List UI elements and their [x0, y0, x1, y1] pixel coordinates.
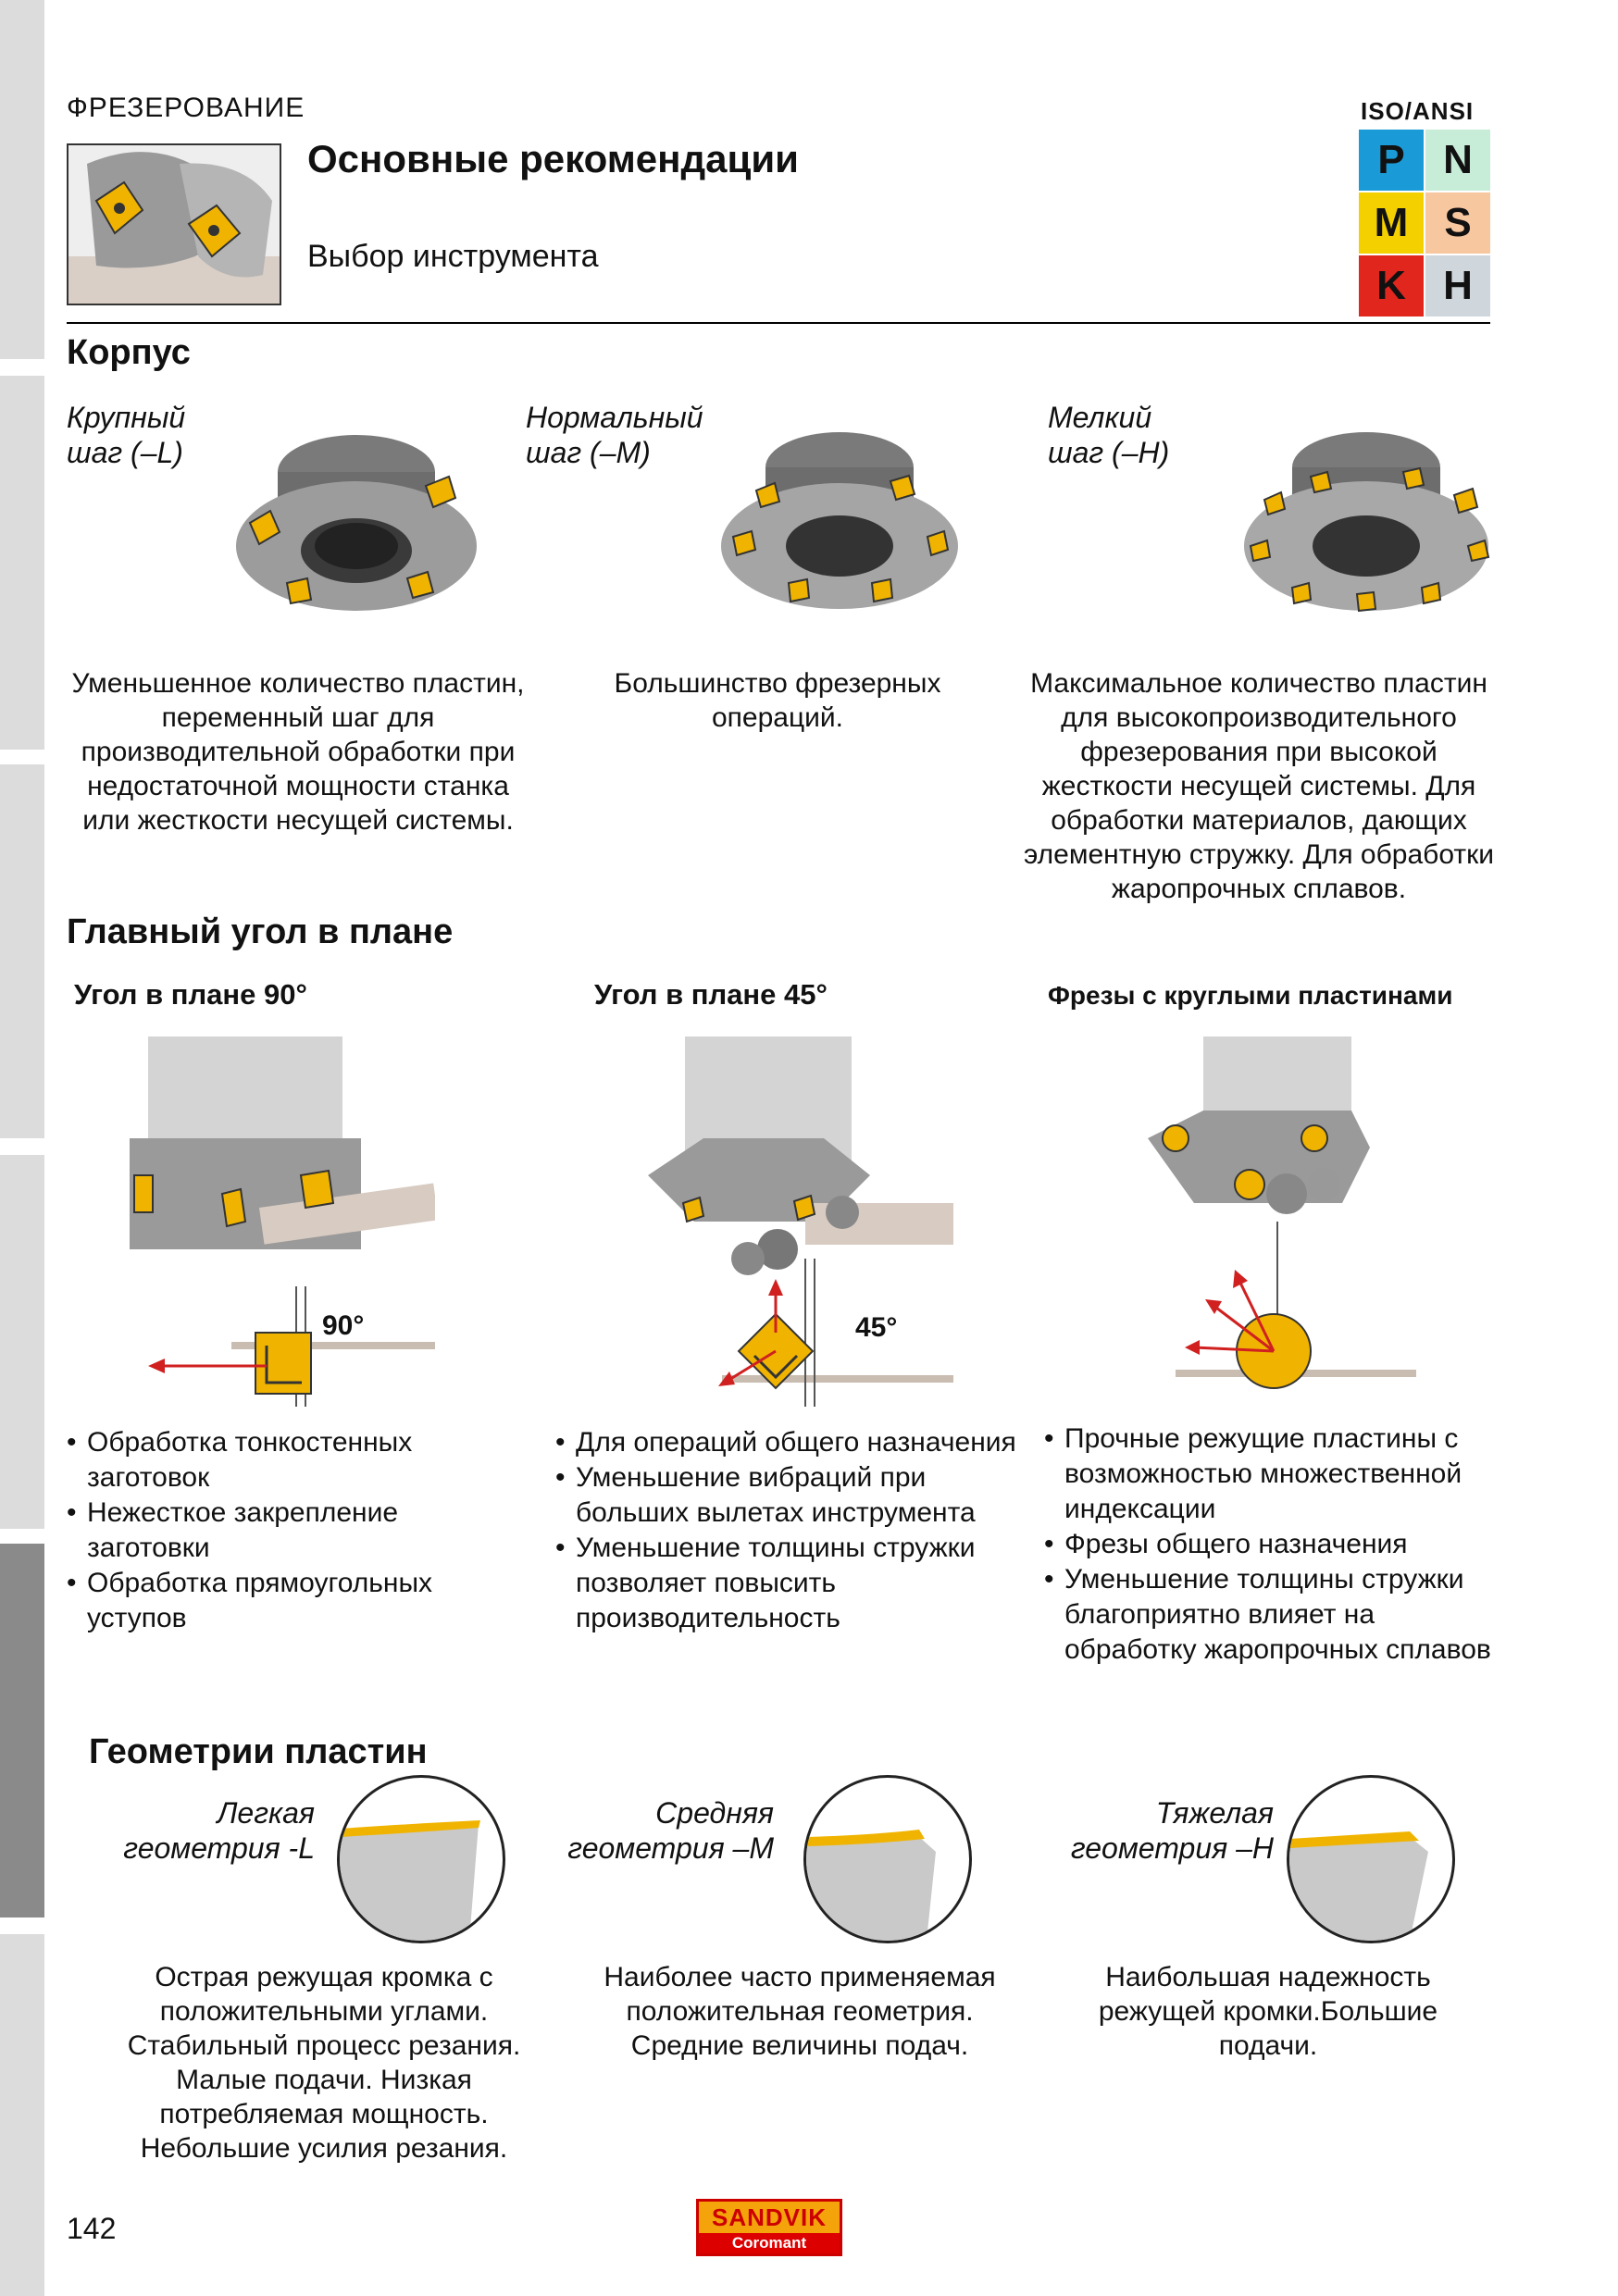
list-item: Обработка тонкостенных заготовок	[67, 1425, 504, 1496]
iso-cell-m: M	[1359, 192, 1424, 254]
logo-wordmark: SANDVIK	[699, 2202, 840, 2233]
iso-cell-n: N	[1425, 130, 1490, 191]
iso-cell-s: S	[1425, 192, 1490, 254]
cutter-coarse-image	[236, 435, 477, 611]
list-item: Прочные режущие пластины с возможностью …	[1044, 1421, 1509, 1527]
side-tab	[0, 1155, 44, 1529]
side-tab	[0, 0, 44, 359]
angle-heading: Главный угол в плане	[67, 912, 454, 951]
side-tab	[0, 376, 44, 750]
iso-grid: P N M S K H	[1359, 130, 1490, 316]
geometry-image-h	[1287, 1775, 1455, 1943]
angle-round-image	[1148, 1036, 1416, 1389]
iso-title: ISO/ANSI	[1361, 97, 1475, 125]
list-item: Для операций общего назначения	[555, 1425, 1039, 1460]
angle-title-45: Угол в плане 45°	[594, 978, 828, 1011]
geometry-image-m	[803, 1775, 972, 1943]
cutter-fine-image	[1244, 432, 1490, 613]
sandvik-logo: SANDVIK Coromant	[696, 2199, 842, 2256]
section-label: ФРЕЗЕРОВАНИЕ	[67, 93, 305, 123]
page-number: 142	[67, 2212, 117, 2245]
pitch-description-m: Большинство фрезерных операций.	[614, 668, 941, 733]
page-subtitle: Выбор инструмента	[307, 239, 599, 274]
iso-cell-k: K	[1359, 255, 1424, 316]
geometry-image-l	[337, 1775, 505, 1943]
page-title: Основные рекомендации	[307, 137, 799, 180]
list-item: Нежесткое закрепление заготовки	[67, 1496, 504, 1566]
bullets-90: Обработка тонкостенных заготовок Нежестк…	[67, 1425, 504, 1636]
pitch-description-l: Уменьшенное количество пластин, переменн…	[71, 668, 525, 836]
angle-title-90: Угол в плане 90°	[74, 978, 307, 1011]
geometry-heading: Геометрии пластин	[89, 1732, 428, 1771]
bullets-45: Для операций общего назначения Уменьшени…	[555, 1425, 1039, 1636]
header-thumbnail	[67, 143, 281, 305]
geometry-description-h: Наибольшая надежность режущей кромки.Бол…	[1098, 1962, 1438, 2061]
header-divider	[67, 322, 1490, 324]
angle-label-45: 45°	[855, 1312, 898, 1343]
pitch-description-h: Максимальное количество пластин для высо…	[1024, 668, 1494, 904]
list-item: Уменьшение толщины стружки благоприятно …	[1044, 1562, 1509, 1668]
geometry-description-m: Наиболее часто применяемая положительная…	[604, 1962, 996, 2061]
list-item: Уменьшение вибраций при больших вылетах …	[555, 1460, 1039, 1531]
bullets-round: Прочные режущие пластины с возможностью …	[1044, 1421, 1509, 1668]
side-tab	[0, 1934, 44, 2296]
iso-cell-p: P	[1359, 130, 1424, 191]
body-heading: Корпус	[67, 333, 191, 372]
iso-cell-h: H	[1425, 255, 1490, 316]
geometry-description-l: Острая режущая кромка с положительными у…	[127, 1962, 521, 2164]
side-tab	[0, 764, 44, 1138]
angle-90-image	[130, 1036, 435, 1407]
side-tab-active	[0, 1544, 44, 1917]
list-item: Уменьшение толщины стружки позволяет пов…	[555, 1531, 1039, 1636]
list-item: Обработка прямоугольных уступов	[67, 1566, 504, 1636]
list-item: Фрезы общего назначения	[1044, 1527, 1509, 1562]
logo-subtext: Coromant	[699, 2233, 840, 2253]
angle-45-image	[648, 1036, 953, 1407]
angle-label-90: 90°	[322, 1310, 365, 1341]
angle-title-round: Фрезы с круглыми пластинами	[1048, 981, 1453, 1010]
cutter-normal-image	[721, 432, 958, 609]
